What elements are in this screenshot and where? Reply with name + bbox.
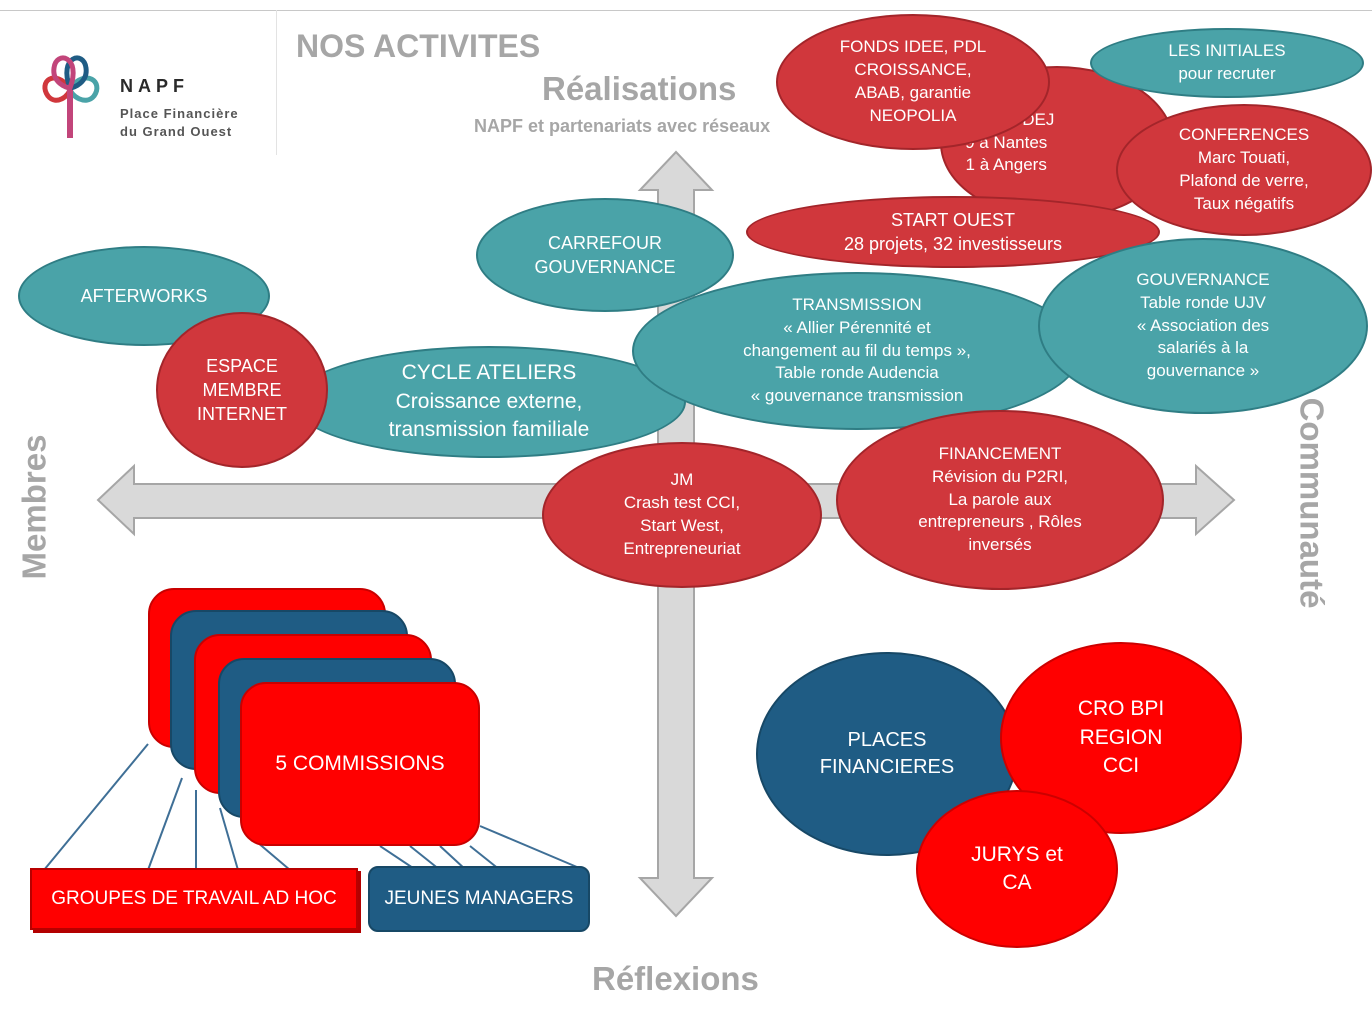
bubble-start-ouest: START OUEST 28 projets, 32 investisseurs (746, 196, 1160, 268)
logo-line2: du Grand Ouest (120, 124, 233, 139)
bubble-transmission: TRANSMISSION « Allier Pérennité et chang… (632, 272, 1082, 430)
jeunes-managers-box: JEUNES MANAGERS (368, 866, 590, 932)
napf-logo-icon (42, 55, 100, 138)
commission-card-main: 5 COMMISSIONS (240, 682, 480, 846)
bubble-fonds: FONDS IDEE, PDL CROISSANCE, ABAB, garant… (776, 14, 1050, 150)
page-title: NOS ACTIVITES (296, 28, 541, 64)
bubble-initiales: LES INITIALES pour recruter (1090, 28, 1364, 98)
bubble-espace-membre: ESPACE MEMBRE INTERNET (156, 312, 328, 468)
bubble-jm: JM Crash test CCI, Start West, Entrepren… (542, 442, 822, 588)
logo-divider (276, 10, 277, 155)
axis-subtitle-top: NAPF et partenariats avec réseaux (474, 116, 771, 136)
bubble-gouvernance: GOUVERNANCE Table ronde UJV « Associatio… (1038, 238, 1368, 414)
top-divider (0, 10, 1372, 11)
bubble-cycle-ateliers: CYCLE ATELIERS Croissance externe, trans… (292, 346, 686, 458)
axis-label-top: Réalisations (542, 70, 737, 107)
logo-brand: NAPF (120, 76, 189, 96)
bubble-financement: FINANCEMENT Révision du P2RI, La parole … (836, 410, 1164, 590)
bubble-conferences: CONFERENCES Marc Touati, Plafond de verr… (1116, 104, 1372, 236)
bubble-carrefour: CARREFOUR GOUVERNANCE (476, 198, 734, 312)
circle-jurys: JURYS et CA (916, 790, 1118, 948)
logo-line1: Place Financière (120, 106, 239, 121)
groupes-travail-box: GROUPES DE TRAVAIL AD HOC (30, 868, 358, 930)
bubble-afterworks: AFTERWORKS (18, 246, 270, 346)
axis-label-bottom: Réflexions (592, 960, 759, 997)
